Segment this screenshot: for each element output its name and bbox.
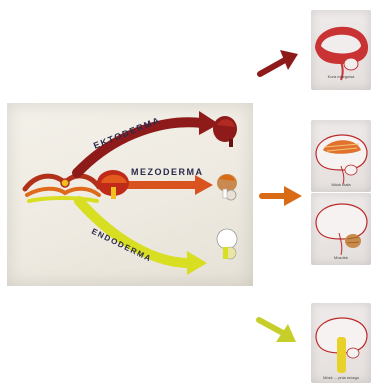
card-cerebellum: Mózdek xyxy=(311,193,371,265)
card-white-matter: Mózk biała xyxy=(311,120,371,192)
arrow-to-card-1 xyxy=(260,50,298,74)
card-4-caption: Mózk ... pnia mózgu xyxy=(311,375,371,380)
card-2-caption: Mózk biała xyxy=(311,182,371,187)
card-brainstem: Mózk ... pnia mózgu xyxy=(311,303,371,383)
arrow-to-card-4 xyxy=(259,320,296,342)
brainstem-brain-icon xyxy=(311,303,371,383)
card-cerebral-cortex: Kora mózgowa xyxy=(311,10,371,90)
card-3-caption: Mózdek xyxy=(311,255,371,260)
arrow-to-cards-2-3 xyxy=(262,186,302,206)
card-1-caption: Kora mózgowa xyxy=(311,74,371,79)
